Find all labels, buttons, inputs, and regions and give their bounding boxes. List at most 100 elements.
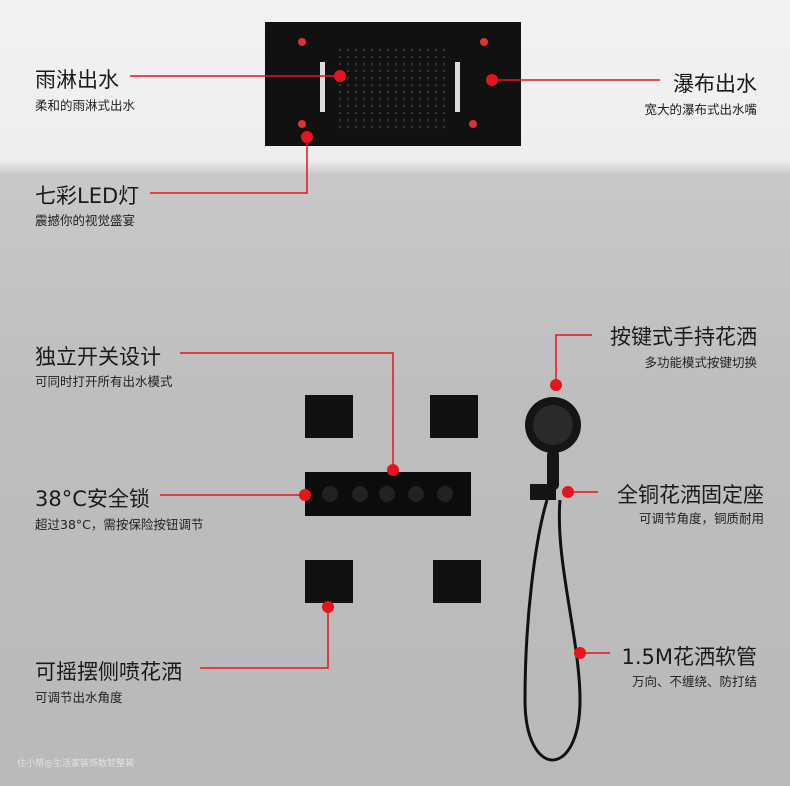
callout-lines: [130, 75, 660, 669]
nozzle: [386, 125, 390, 129]
thermostat-control-panel: [305, 472, 471, 516]
callout-desc: 震撼你的视觉盛宴: [35, 213, 136, 228]
nozzle: [426, 125, 430, 129]
nozzle: [378, 111, 382, 115]
nozzle: [426, 69, 430, 73]
callout-desc: 可调节角度，铜质耐用: [638, 511, 764, 526]
nozzle: [386, 97, 390, 101]
nozzle: [386, 62, 390, 66]
nozzle: [410, 69, 414, 73]
led-light: [480, 38, 488, 46]
nozzle: [394, 125, 398, 129]
nozzle: [362, 90, 366, 94]
nozzle: [418, 118, 422, 122]
nozzle: [410, 55, 414, 59]
nozzle: [378, 118, 382, 122]
nozzle: [442, 76, 446, 80]
nozzle: [346, 83, 350, 87]
nozzle: [386, 76, 390, 80]
nozzle: [370, 104, 374, 108]
nozzle: [410, 48, 414, 52]
nozzle: [370, 83, 374, 87]
callout-title: 独立开关设计: [35, 345, 161, 369]
nozzle: [338, 97, 342, 101]
nozzle: [434, 62, 438, 66]
nozzle: [346, 90, 350, 94]
nozzle: [426, 90, 430, 94]
nozzle: [378, 83, 382, 87]
nozzle: [402, 125, 406, 129]
nozzle: [338, 55, 342, 59]
nozzle: [410, 83, 414, 87]
nozzle: [418, 83, 422, 87]
nozzle: [362, 83, 366, 87]
nozzle: [386, 48, 390, 52]
nozzle: [338, 118, 342, 122]
nozzle: [346, 111, 350, 115]
nozzle: [386, 104, 390, 108]
watermark: 住小帮@生活家装饰数智整装: [17, 759, 135, 769]
nozzle: [386, 118, 390, 122]
nozzle: [386, 90, 390, 94]
nozzle: [402, 83, 406, 87]
callout-title: 38°C安全锁: [35, 487, 150, 511]
nozzle: [370, 97, 374, 101]
nozzle: [346, 69, 350, 73]
callout-desc: 多功能模式按键切换: [644, 355, 757, 370]
callout-title: 按键式手持花洒: [610, 325, 757, 349]
nozzle: [434, 125, 438, 129]
nozzle: [394, 111, 398, 115]
nozzle: [442, 62, 446, 66]
nozzle: [418, 69, 422, 73]
callout-desc: 柔和的雨淋式出水: [35, 98, 136, 113]
nozzle: [354, 118, 358, 122]
nozzle: [442, 55, 446, 59]
callout-title: 瀑布出水: [673, 72, 757, 96]
nozzle: [338, 111, 342, 115]
nozzle: [426, 48, 430, 52]
nozzle: [418, 97, 422, 101]
nozzle: [378, 104, 382, 108]
nozzle: [434, 104, 438, 108]
nozzle: [410, 111, 414, 115]
nozzle: [338, 62, 342, 66]
nozzle: [338, 48, 342, 52]
nozzle: [434, 97, 438, 101]
callout-desc: 超过38°C，需按保险按钮调节: [35, 517, 204, 532]
callout-title: 全铜花洒固定座: [617, 483, 764, 507]
nozzle: [338, 125, 342, 129]
nozzle: [442, 104, 446, 108]
nozzle: [434, 90, 438, 94]
nozzle: [354, 48, 358, 52]
nozzle: [410, 118, 414, 122]
nozzle: [346, 125, 350, 129]
nozzle: [346, 62, 350, 66]
nozzle: [402, 48, 406, 52]
nozzle: [354, 62, 358, 66]
led-light: [298, 120, 306, 128]
callout-title: 雨淋出水: [35, 68, 119, 92]
nozzle: [418, 104, 422, 108]
nozzle: [378, 90, 382, 94]
nozzle: [370, 55, 374, 59]
nozzle: [370, 69, 374, 73]
nozzle: [362, 118, 366, 122]
nozzle: [394, 69, 398, 73]
nozzle: [362, 48, 366, 52]
nozzle: [442, 97, 446, 101]
nozzle: [362, 69, 366, 73]
nozzle: [378, 69, 382, 73]
nozzle: [402, 104, 406, 108]
nozzle: [434, 83, 438, 87]
nozzle: [402, 111, 406, 115]
nozzle: [346, 97, 350, 101]
nozzle: [394, 97, 398, 101]
nozzle: [354, 97, 358, 101]
nozzle: [354, 125, 358, 129]
nozzle: [418, 90, 422, 94]
nozzle: [402, 90, 406, 94]
nozzle: [442, 111, 446, 115]
nozzle: [442, 48, 446, 52]
